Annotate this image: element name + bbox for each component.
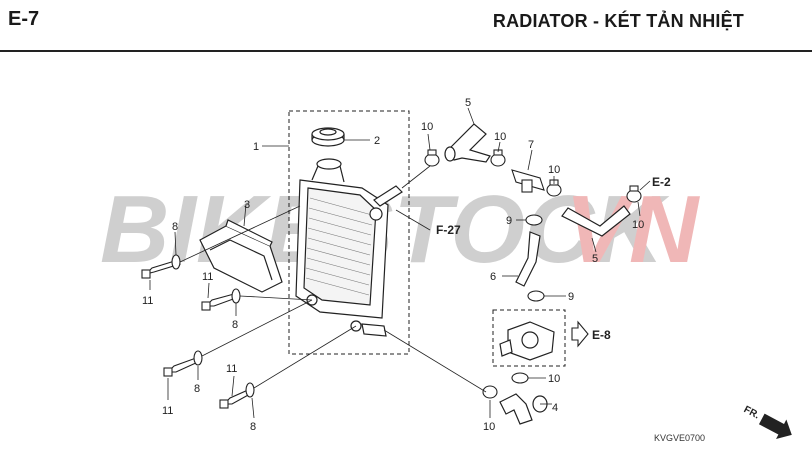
hose-6 — [515, 231, 541, 287]
ref-f27: F-27 — [436, 223, 461, 237]
bolt-11-b — [201, 293, 237, 311]
clamp-9-a — [525, 214, 543, 226]
callout-5-lower: 5 — [592, 253, 598, 265]
radiator-assembly-box — [288, 110, 410, 355]
header-rule — [0, 50, 812, 52]
washer-8-b — [231, 288, 241, 304]
washer-8-d — [245, 382, 255, 398]
bolt-11-d — [219, 389, 251, 409]
washer-8-a — [171, 254, 181, 270]
callout-8-c: 8 — [194, 383, 200, 395]
callout-6: 6 — [490, 271, 496, 283]
joint-7 — [511, 169, 545, 193]
page-title: RADIATOR - KÉT TẢN NHIỆT — [492, 11, 744, 31]
clamp-10-f — [482, 385, 498, 399]
callout-10-f: 10 — [483, 421, 495, 433]
clamp-10-b — [490, 149, 506, 167]
pump-box — [492, 309, 566, 367]
upper-hose — [444, 123, 491, 163]
callout-10-d: 10 — [632, 219, 644, 231]
callout-5-upper: 5 — [465, 97, 471, 109]
radiator-core — [295, 158, 403, 337]
callout-9-b: 9 — [568, 291, 574, 303]
radiator-cap — [311, 127, 345, 147]
callout-4: 4 — [552, 402, 558, 414]
clamp-9-b — [527, 290, 545, 302]
clamp-10-a — [424, 149, 440, 167]
callout-10-c: 10 — [548, 164, 560, 176]
callout-9-a: 9 — [506, 215, 512, 227]
callout-2: 2 — [374, 135, 380, 147]
leader-lines — [149, 107, 651, 419]
callout-8-a: 8 — [172, 221, 178, 233]
clamp-10-d — [626, 185, 642, 203]
callout-10-b: 10 — [494, 131, 506, 143]
washer-8-c — [193, 350, 203, 366]
callout-1: 1 — [253, 141, 259, 153]
callout-11-a: 11 — [142, 295, 153, 307]
front-arrow-icon: FR. — [742, 404, 792, 439]
callout-3: 3 — [244, 199, 250, 211]
callout-11-d: 11 — [226, 363, 237, 375]
callout-8-b: 8 — [232, 319, 238, 331]
hose-5 — [561, 205, 631, 237]
bolt-11-c — [163, 357, 199, 377]
callout-10-e: 10 — [548, 373, 560, 385]
water-pump-fitting — [499, 321, 555, 361]
ref-e2: E-2 — [652, 175, 671, 189]
clamp-10-e — [511, 372, 529, 384]
ref-e8: E-8 — [592, 328, 611, 342]
callout-11-c: 11 — [162, 405, 173, 417]
callout-11-b: 11 — [202, 271, 213, 283]
radiator-shroud — [199, 219, 283, 293]
callout-7: 7 — [528, 139, 534, 151]
hose-4 — [499, 393, 548, 425]
front-label: FR. — [742, 404, 762, 421]
callout-8-d: 8 — [250, 421, 256, 433]
callout-10-a: 10 — [421, 121, 433, 133]
arrow-e8 — [571, 320, 589, 348]
section-code: E-7 — [8, 8, 40, 30]
part-code: KVGVE0700 — [654, 433, 705, 443]
callouts: 1 2 3 4 5 5 6 7 8 8 8 8 9 9 10 10 10 10 … — [142, 97, 644, 433]
